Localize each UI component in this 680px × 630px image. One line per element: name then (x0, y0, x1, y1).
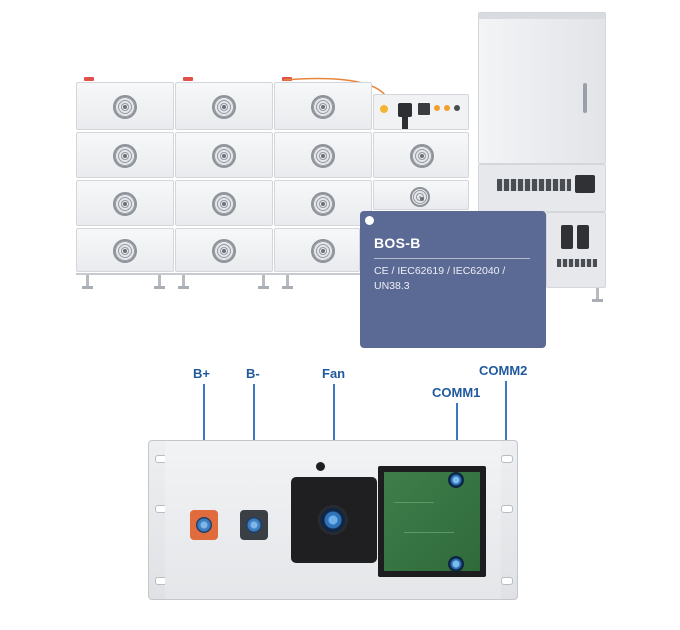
cabinet-foot (592, 288, 603, 302)
breaker-icon (561, 225, 573, 249)
battery-module (76, 228, 174, 272)
battery-module (274, 180, 372, 226)
b-plus-terminal-connector-icon (196, 517, 212, 533)
port-icon (434, 105, 440, 111)
rack-foot (178, 275, 189, 289)
top-tab-2 (183, 77, 193, 81)
comm-board-frame (378, 466, 486, 577)
rack-foot (154, 275, 165, 289)
fan-grille-icon (311, 192, 335, 216)
callout-comm1: COMM1 (432, 385, 481, 400)
b-minus-terminal[interactable] (240, 510, 268, 540)
mount-slot (501, 505, 513, 513)
battery-module (175, 132, 273, 178)
display-icon (418, 103, 430, 115)
pcb-trace (404, 532, 454, 533)
battery-module (373, 180, 469, 210)
cabinet-lower-section (546, 212, 606, 288)
port-icon (444, 105, 450, 111)
product-label-card: BOS-B CE / IEC62619 / IEC62040 / UN38.3 (360, 211, 546, 348)
fan-grille-icon (410, 187, 430, 207)
cooling-fan (291, 477, 377, 563)
fan-grille-icon (113, 192, 137, 216)
battery-module (274, 132, 372, 178)
mount-slot (501, 577, 513, 585)
battery-module (274, 82, 372, 130)
fan-grille-icon (410, 144, 434, 168)
battery-module (175, 228, 273, 272)
orange-cable (283, 77, 386, 111)
terminal-block-icon (557, 259, 597, 267)
battery-module (175, 82, 273, 130)
comm2-port[interactable] (448, 556, 464, 572)
connector-icon (402, 117, 408, 129)
top-tab-3 (282, 77, 292, 81)
fan-grille-icon (113, 144, 137, 168)
fan-grille-icon (212, 192, 236, 216)
battery-rack-illustration (0, 0, 680, 302)
fan-grille-icon (212, 95, 236, 119)
top-tab-1 (84, 77, 94, 81)
fan-grille-icon (113, 95, 137, 119)
fan-grille-icon (212, 144, 236, 168)
electrical-cabinet (478, 12, 606, 164)
panel-hole (316, 462, 325, 471)
status-led-icon (380, 105, 388, 113)
control-box (373, 94, 469, 130)
b-minus-terminal-connector-icon (246, 517, 262, 533)
port-icon (454, 105, 460, 111)
pcb-trace (394, 502, 434, 503)
battery-module (76, 82, 174, 130)
battery-module (274, 228, 360, 272)
battery-module (373, 132, 469, 178)
cabinet-open-section (478, 164, 606, 212)
rack-foot (282, 275, 293, 289)
card-dot-icon (365, 216, 374, 225)
fan-grille-icon (212, 239, 236, 263)
breaker-icon (577, 225, 589, 249)
fan-grille-icon (113, 239, 137, 263)
battery-module (76, 180, 174, 226)
certifications-text: CE / IEC62619 / IEC62040 / UN38.3 (374, 265, 506, 292)
rack-foot (82, 275, 93, 289)
b-plus-terminal[interactable] (190, 510, 218, 540)
callout-b-minus: B- (246, 366, 260, 381)
battery-module (76, 132, 174, 178)
fan-grille-icon (311, 144, 335, 168)
card-divider (374, 258, 530, 259)
callout-comm2: COMM2 (479, 363, 528, 378)
cabinet-top-trim (479, 13, 605, 19)
callout-b-plus: B+ (193, 366, 210, 381)
breaker-icon (575, 175, 595, 193)
callout-fan: Fan (322, 366, 346, 381)
terminal-block-icon (497, 179, 571, 191)
comm-board (384, 472, 480, 571)
battery-module (175, 180, 273, 226)
mount-slot (501, 455, 513, 463)
product-title: BOS-B (374, 235, 421, 251)
rack-foot (258, 275, 269, 289)
cabinet-handle-icon (583, 83, 587, 113)
fan-grille-icon (311, 239, 335, 263)
comm1-port[interactable] (448, 472, 464, 488)
fan-grille-icon (311, 95, 335, 119)
base-rail (76, 273, 360, 275)
breaker-icon (398, 103, 412, 117)
fan-hub-icon (318, 505, 348, 535)
